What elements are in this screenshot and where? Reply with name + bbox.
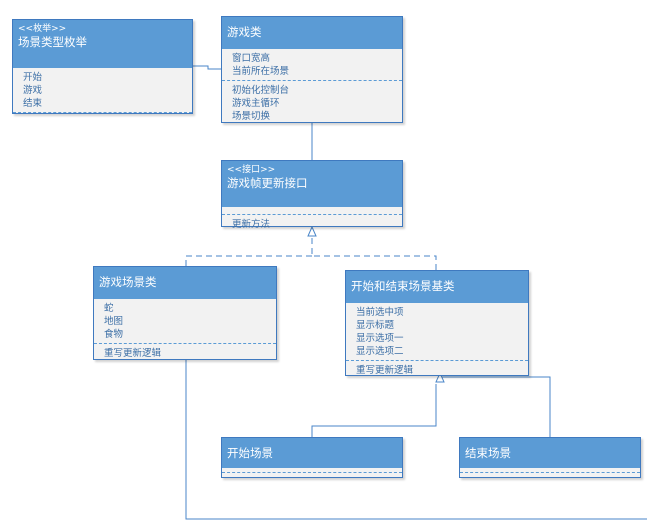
class-header: 游戏场景类 xyxy=(94,267,276,299)
class-title: 开始和结束场景基类 xyxy=(351,279,455,293)
method-item: 游戏主循环 xyxy=(232,98,280,109)
class-game[interactable]: 游戏类 窗口宽高 当前所在场景 初始化控制台 游戏主循环 场景切换 xyxy=(221,16,403,123)
attribute-item: 当前所在场景 xyxy=(232,66,290,77)
attribute-item: 开始 xyxy=(23,72,43,83)
attribute-item: 地图 xyxy=(104,316,124,327)
class-title: 开始场景 xyxy=(227,446,273,460)
attribute-item: 显示选项一 xyxy=(356,333,404,344)
class-header: 游戏类 xyxy=(222,17,402,49)
attributes-compartment: 窗口宽高 当前所在场景 xyxy=(222,49,402,80)
attributes-compartment xyxy=(222,207,402,214)
class-start-end-scene-base[interactable]: 开始和结束场景基类 当前选中项 显示标题 显示选项一 显示选项二 重写更新逻辑 xyxy=(345,270,529,376)
class-end-scene[interactable]: 结束场景 xyxy=(459,437,641,478)
end-scene-inheritance-line xyxy=(440,376,551,437)
methods-compartment: 重写更新逻辑 xyxy=(346,360,528,379)
attribute-item: 食物 xyxy=(104,329,124,340)
attributes-compartment: 蛇 地图 食物 xyxy=(94,299,276,343)
methods-compartment: 更新方法 xyxy=(222,214,402,233)
class-title: 结束场景 xyxy=(465,446,511,460)
attribute-item: 当前选中项 xyxy=(356,307,404,318)
stereotype-label: <<枚举>> xyxy=(18,24,67,34)
method-item: 重写更新逻辑 xyxy=(356,365,414,376)
attribute-item: 显示标题 xyxy=(356,320,395,331)
game-scene-to-end-line xyxy=(185,360,647,520)
attribute-item: 结束 xyxy=(23,98,43,109)
method-item: 重写更新逻辑 xyxy=(104,348,162,359)
class-header: 开始场景 xyxy=(222,438,402,468)
class-title: 游戏帧更新接口 xyxy=(227,176,308,190)
class-title: 游戏场景类 xyxy=(99,275,157,289)
class-game-scene[interactable]: 游戏场景类 蛇 地图 食物 重写更新逻辑 xyxy=(93,266,277,360)
class-frame-update-interface[interactable]: <<接口>> 游戏帧更新接口 更新方法 xyxy=(221,160,403,230)
class-scene-type-enum[interactable]: <<枚举>> 场景类型枚举 开始 游戏 结束 xyxy=(12,19,193,114)
class-title: 游戏类 xyxy=(227,25,262,39)
class-start-scene[interactable]: 开始场景 xyxy=(221,437,403,478)
enum-to-game-line xyxy=(193,65,221,70)
game-scene-realization-line xyxy=(185,255,312,266)
methods-compartment xyxy=(222,472,402,476)
class-header: <<枚举>> 场景类型枚举 xyxy=(13,20,192,68)
class-header: <<接口>> 游戏帧更新接口 xyxy=(222,161,402,207)
class-header: 开始和结束场景基类 xyxy=(346,271,528,303)
methods-compartment: 初始化控制台 游戏主循环 场景切换 xyxy=(222,80,402,125)
attributes-compartment: 当前选中项 显示标题 显示选项一 显示选项二 xyxy=(346,303,528,360)
methods-compartment xyxy=(13,112,192,119)
attribute-item: 游戏 xyxy=(23,85,43,96)
start-scene-inheritance-line xyxy=(311,384,437,437)
stereotype-label: <<接口>> xyxy=(227,165,276,175)
attribute-item: 窗口宽高 xyxy=(232,53,271,64)
method-item: 更新方法 xyxy=(232,219,271,230)
attributes-compartment: 开始 游戏 结束 xyxy=(13,68,192,112)
method-item: 场景切换 xyxy=(232,111,271,122)
class-header: 结束场景 xyxy=(460,438,640,468)
attribute-item: 蛇 xyxy=(104,303,114,314)
methods-compartment xyxy=(460,472,640,476)
method-item: 初始化控制台 xyxy=(232,85,290,96)
base-realization-line xyxy=(311,236,437,270)
realization-arrowhead xyxy=(307,225,317,237)
class-title: 场景类型枚举 xyxy=(18,35,87,49)
methods-compartment: 重写更新逻辑 xyxy=(94,343,276,362)
attribute-item: 显示选项二 xyxy=(356,346,404,357)
inheritance-arrowhead xyxy=(435,371,445,383)
